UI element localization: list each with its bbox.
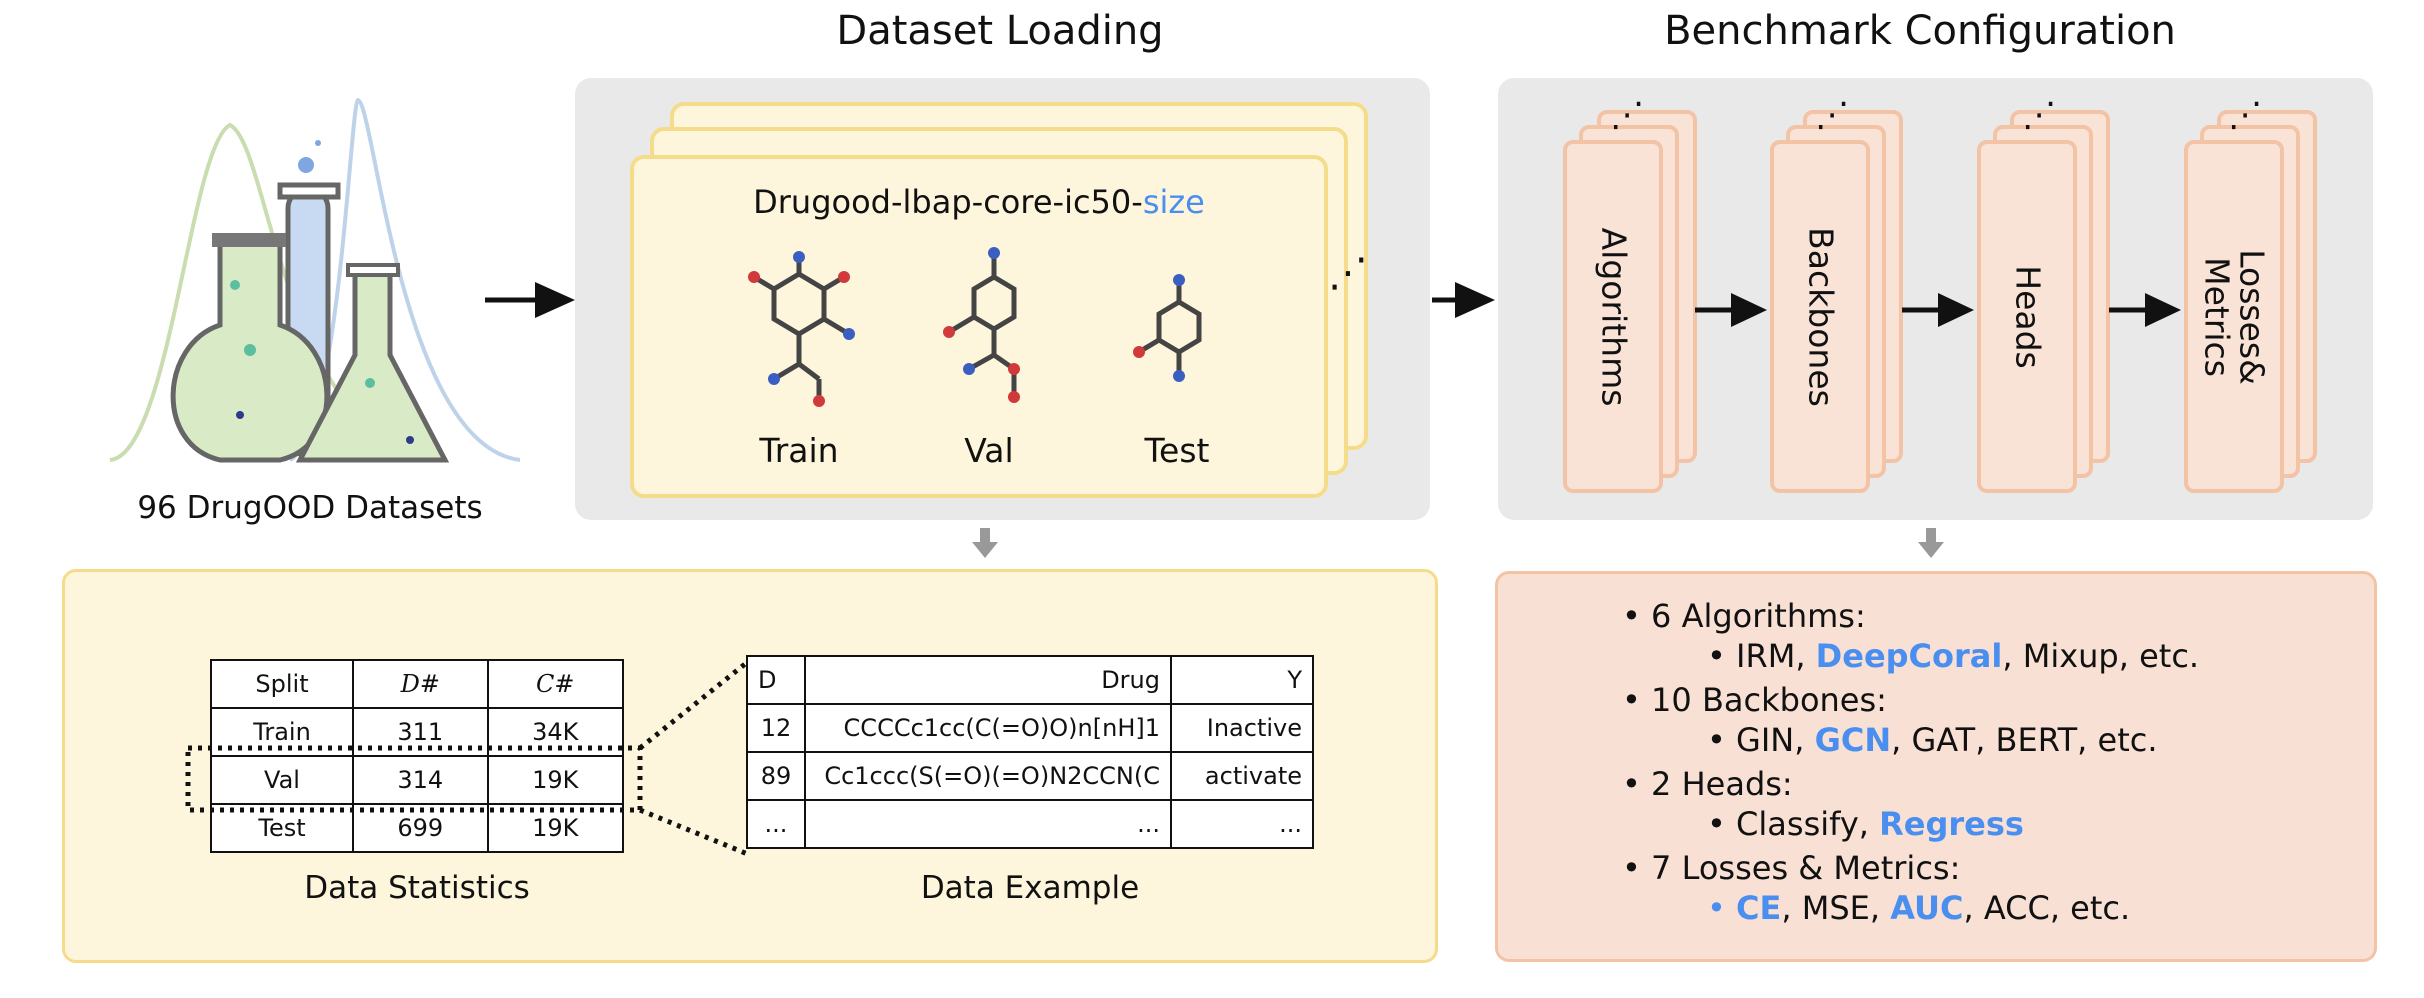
data-statistics-caption: Data Statistics [304,870,530,906]
bullet-dot: • [1622,681,1652,719]
data-example-table: D Drug Y 12 CCCCc1cc(C(=O)O)n[nH]1 Inact… [746,655,1314,849]
stage-arrow-1 [1695,293,1767,327]
table-header-row: Split D# C# [210,659,625,709]
molecule-train [748,251,855,407]
summary-item-text: GIN, [1736,721,1815,759]
algorithms-more: ⋰ [1610,95,1644,135]
summary-group-title: • 10 Backbones: [1622,684,1887,716]
algorithms-label: Algorithms [1594,227,1634,406]
summary-item-text: , ACC, etc. [1963,889,2131,927]
split-label-test: Test [1144,431,1210,470]
split-label-train: Train [759,431,839,470]
bullet-dot: • [1707,637,1737,675]
highlighted-item: AUC [1890,889,1964,927]
example-cell: CCCCc1cc(C(=O)O)n[nH]1 [804,703,1172,753]
table-header-row: D Drug Y [746,655,1314,705]
losses-metrics-box: Losses& Metrics [2184,140,2284,493]
heads-label: Heads [2008,264,2048,369]
benchmark-configuration-heading: Benchmark Configuration [1664,8,2176,54]
heads-more: ⋰ [2022,95,2056,135]
table-row: 12 CCCCc1cc(C(=O)O)n[nH]1 Inactive [746,703,1314,753]
stats-cell: Val [210,755,354,805]
summary-item-text: , MSE, [1781,889,1891,927]
stats-header-c: C# [486,659,625,709]
molecule-val [943,247,1020,403]
summary-group-label: 7 Losses & Metrics: [1651,849,1961,887]
summary-group-title: • 7 Losses & Metrics: [1622,852,1960,884]
dataset-name: Drugood-lbap-core-ic50-size [634,183,1324,221]
backbones-label: Backbones [1801,226,1841,407]
example-header-drug: Drug [804,655,1172,705]
table-row: ... ... ... [746,799,1314,849]
summary-group-title: • 2 Heads: [1622,768,1793,800]
data-example-caption: Data Example [920,870,1140,906]
losses-more: ⋰ [2228,95,2262,135]
example-header-d: D [746,655,806,705]
summary-group-items: • CE, MSE, AUC, ACC, etc. [1707,892,2130,924]
example-cell: ... [804,799,1172,849]
summary-item-text: , GAT, BERT, etc. [1891,721,2158,759]
table-row: Val 314 19K [210,755,625,805]
down-arrow-config [1918,528,1944,558]
arrow-to-config [1432,282,1495,318]
summary-group-items: • Classify, Regress [1707,808,2024,840]
table-row: Test 699 19K [210,803,625,853]
summary-group-label: 2 Heads: [1651,765,1793,803]
bullet-dot: • [1622,849,1652,887]
stats-cell: 19K [486,803,625,853]
bullet-dot: • [1622,597,1652,635]
stats-header-split: Split [210,659,354,709]
backbones-more: ⋰ [1815,95,1849,135]
bullet-dot: • [1707,721,1737,759]
example-cell: activate [1170,751,1314,801]
highlighted-item: Regress [1879,805,2024,843]
stats-cell: 314 [352,755,489,805]
highlighted-item: DeepCoral [1815,637,2003,675]
zoom-highlight [185,658,752,858]
dataset-name-prefix: Drugood-lbap-core-ic50- [753,183,1143,221]
example-cell: Cc1ccc(S(=O)(=O)N2CCN(C [804,751,1172,801]
losses-metrics-label: Losses& Metrics [2198,248,2272,385]
summary-group-items: • IRM, DeepCoral, Mixup, etc. [1707,640,2199,672]
summary-list: • 6 Algorithms:• IRM, DeepCoral, Mixup, … [1622,600,2362,950]
example-header-y: Y [1170,655,1314,705]
example-cell: ... [746,799,806,849]
stats-header-d: D# [352,659,489,709]
summary-group-title: • 6 Algorithms: [1622,600,1866,632]
dataset-card: Drugood-lbap-core-ic50-size [630,155,1328,498]
molecule-test [1133,274,1202,382]
split-label-val: Val [964,431,1014,470]
flask-illustration [109,97,520,463]
heads-box: Heads [1977,140,2077,493]
summary-group-label: 6 Algorithms: [1651,597,1866,635]
summary-item-text: IRM, [1736,637,1816,675]
summary-item-text: , Mixup, etc. [2002,637,2200,675]
datasets-label: 96 DrugOOD Datasets [137,490,483,526]
stage-arrow-2 [1902,293,1974,327]
stats-cell: Test [210,803,354,853]
stage-arrow-3 [2109,293,2181,327]
more-datasets-ellipsis: ⋰ [1328,250,1368,296]
dataset-name-highlight: size [1142,183,1205,221]
bullet-dot: • [1707,805,1737,843]
arrow-to-loading [485,282,575,318]
highlighted-item: GCN [1814,721,1892,759]
summary-group-items: • GIN, GCN, GAT, BERT, etc. [1707,724,2158,756]
summary-panel [1495,571,2377,962]
table-row: 89 Cc1ccc(S(=O)(=O)N2CCN(C activate [746,751,1314,801]
bullet-dot: • [1622,765,1652,803]
example-cell: 89 [746,751,806,801]
example-cell: ... [1170,799,1314,849]
down-arrow-loading [972,528,998,558]
algorithms-box: Algorithms [1563,140,1663,493]
stats-cell: 19K [486,755,625,805]
bullet-dot: • [1707,889,1737,927]
dataset-loading-heading: Dataset Loading [836,8,1164,54]
highlighted-item: CE [1736,889,1782,927]
example-cell: Inactive [1170,703,1314,753]
backbones-box: Backbones [1770,140,1870,493]
example-cell: 12 [746,703,806,753]
summary-group-label: 10 Backbones: [1651,681,1887,719]
summary-item-text: Classify, [1736,805,1880,843]
